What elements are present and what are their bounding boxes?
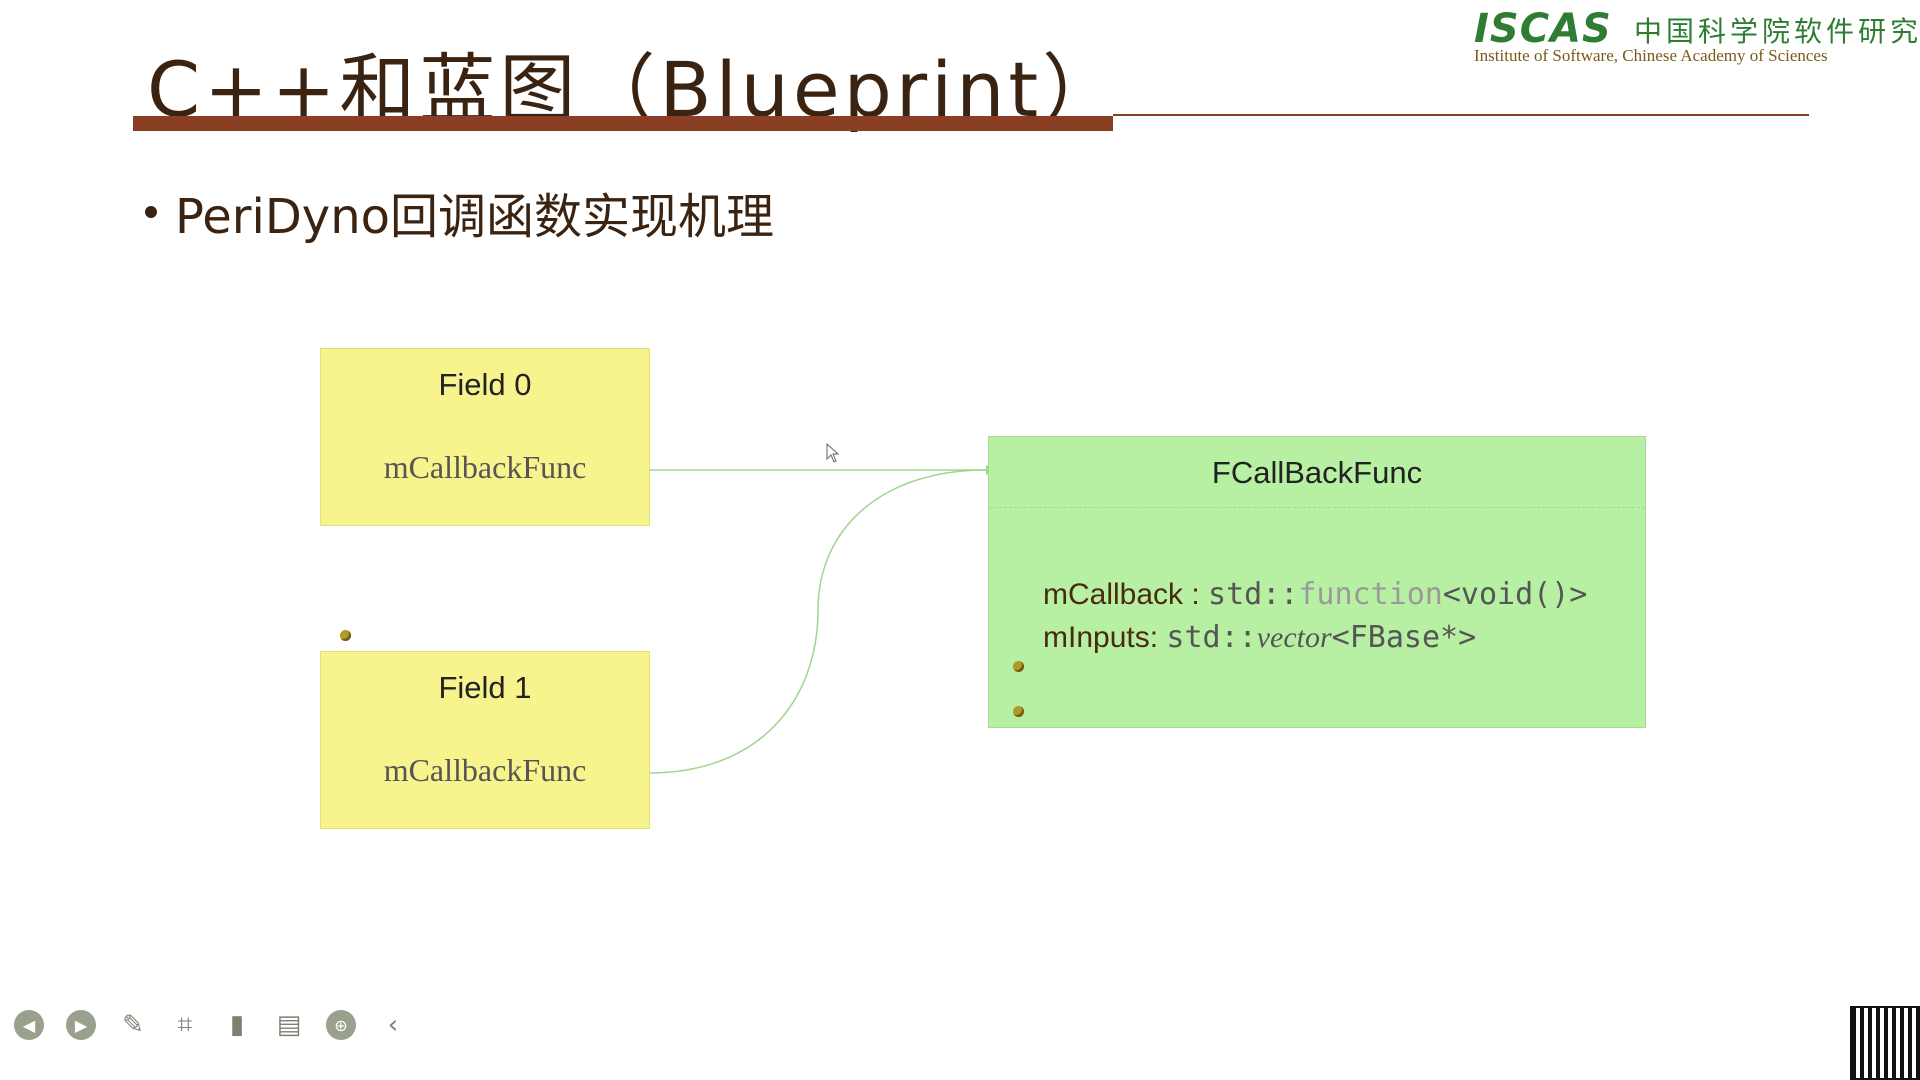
mcallback-member: mCallback : std::function<void()> <box>1043 577 1587 612</box>
fcallbackfunc-node[interactable]: FCallBackFunc mCallback : std::function<… <box>988 436 1646 728</box>
presentation-toolbar: ◀ ▶ ✎ ⌗ ▮ ▤ ⊕ ‹ <box>14 1010 408 1040</box>
connector-field1 <box>648 469 987 774</box>
field-0-title: Field 0 <box>438 367 532 402</box>
mcallback-namespace: std:: <box>1208 577 1299 612</box>
field-1-member: mCallbackFunc <box>383 752 587 788</box>
fcallbackfunc-separator <box>989 507 1645 508</box>
globe-icon[interactable]: ⊕ <box>326 1010 356 1040</box>
logo-name-cn: 中国科学院软件研究所 <box>1634 15 1920 48</box>
title-underline-thin <box>1113 114 1809 116</box>
minputs-vector: vector <box>1256 621 1332 654</box>
bullet-item: PeriDyno回调函数实现机理 <box>145 177 774 247</box>
mouse-cursor-icon <box>826 443 840 463</box>
port-dot[interactable] <box>1013 661 1024 672</box>
fcallbackfunc-title: FCallBackFunc <box>1211 455 1423 490</box>
minputs-label: mInputs: <box>1043 621 1167 654</box>
port-dot[interactable] <box>1013 706 1024 717</box>
collapse-icon[interactable]: ‹ <box>387 1010 399 1040</box>
port-dot[interactable] <box>340 630 351 641</box>
iscas-logo: ISCAS 中国科学院软件研究所 Institute of Software, … <box>1474 6 1920 66</box>
minputs-member: mInputs: std::vector<FBase*> <box>1043 620 1476 655</box>
field-1-title: Field 1 <box>438 670 532 705</box>
title-underline-thick <box>133 116 1113 131</box>
mcallback-label: mCallback : <box>1043 578 1209 611</box>
play-icon[interactable]: ▶ <box>66 1010 96 1040</box>
minputs-namespace: std:: <box>1166 620 1257 655</box>
logo-mark: ISCAS <box>1474 6 1612 52</box>
prev-icon[interactable]: ◀ <box>14 1010 44 1040</box>
field-0-node[interactable]: Field 0 mCallbackFunc <box>320 348 650 526</box>
comment-icon[interactable]: ▤ <box>276 1010 302 1040</box>
minputs-template: <FBase*> <box>1331 620 1477 655</box>
screenshot-icon[interactable]: ⌗ <box>177 1009 193 1040</box>
mcallback-signature: <void()> <box>1442 577 1588 612</box>
field-0-member: mCallbackFunc <box>383 449 587 485</box>
mcallback-function: function <box>1298 577 1443 612</box>
bullet-text: PeriDyno回调函数实现机理 <box>175 189 774 245</box>
qr-code <box>1850 1006 1920 1080</box>
field-1-node[interactable]: Field 1 mCallbackFunc <box>320 651 650 829</box>
video-icon[interactable]: ▮ <box>229 1010 245 1040</box>
bullet-dot <box>145 206 157 218</box>
logo-name-en: Institute of Software, Chinese Academy o… <box>1474 46 1828 65</box>
pen-icon[interactable]: ✎ <box>122 1010 144 1040</box>
